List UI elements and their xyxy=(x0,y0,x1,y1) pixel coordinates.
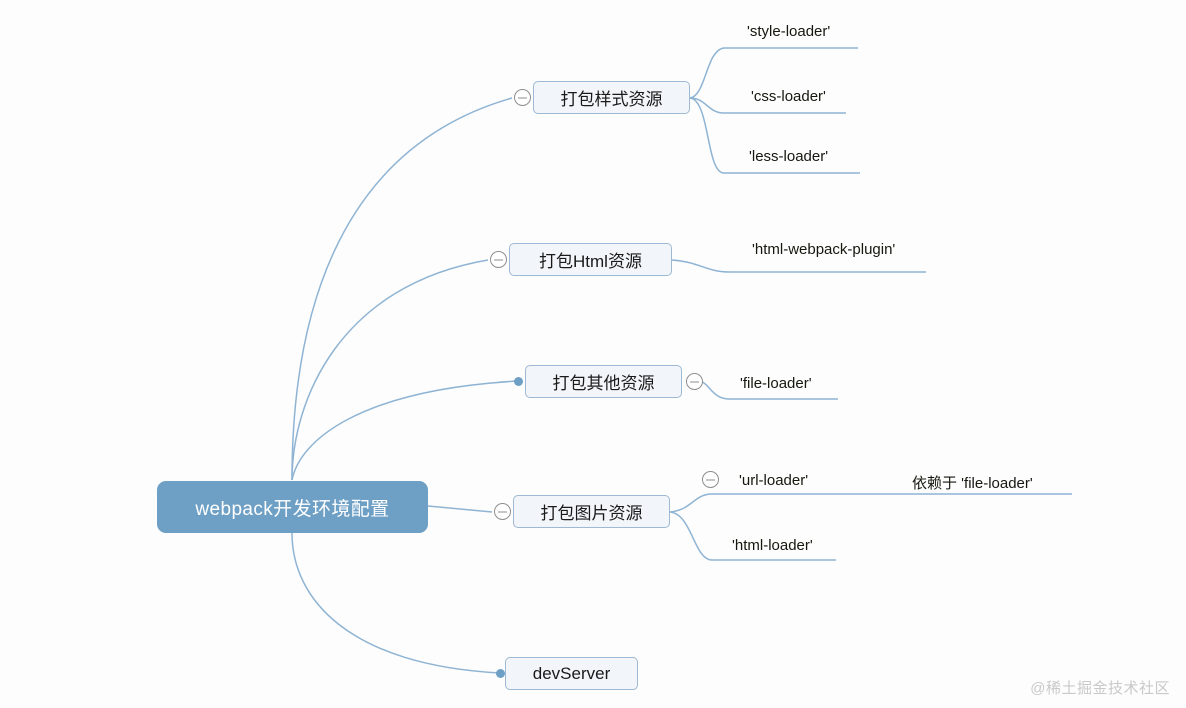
edge-style-to-css-loader xyxy=(689,97,846,114)
leaf-url-loader[interactable]: 'url-loader' xyxy=(739,472,808,489)
leaf-style-loader-label: 'style-loader' xyxy=(747,23,831,40)
branch-node-style-label: 打包样式资源 xyxy=(560,90,663,109)
leaf-less-loader[interactable]: 'less-loader' xyxy=(749,148,828,165)
watermark-text: @稀土掘金技术社区 xyxy=(1030,680,1170,697)
collapse-icon-url-loader[interactable] xyxy=(702,471,719,488)
edge-image-to-url-loader xyxy=(669,493,1072,513)
edge-root-to-devserver xyxy=(291,532,501,674)
leaf-html-loader[interactable]: 'html-loader' xyxy=(732,537,813,554)
branch-node-html-label: 打包Html资源 xyxy=(539,252,642,271)
leaf-css-loader-label: 'css-loader' xyxy=(751,88,826,105)
leaf-depends-on-file-loader[interactable]: 依赖于 'file-loader' xyxy=(912,472,1033,493)
leaf-depends-on-file-loader-label: 依赖于 'file-loader' xyxy=(912,475,1033,492)
leaf-html-webpack-plugin[interactable]: 'html-webpack-plugin' xyxy=(752,241,895,258)
leaf-less-loader-label: 'less-loader' xyxy=(749,148,829,165)
branch-node-other[interactable]: 打包其他资源 xyxy=(525,365,682,398)
leaf-html-webpack-plugin-label: 'html-webpack-plugin' xyxy=(752,241,896,258)
collapse-icon-image[interactable] xyxy=(494,503,511,520)
branch-node-image-label: 打包图片资源 xyxy=(540,504,643,523)
leaf-url-loader-label: 'url-loader' xyxy=(739,472,809,489)
leaf-css-loader[interactable]: 'css-loader' xyxy=(751,88,826,105)
edge-root-to-html xyxy=(291,259,489,481)
edge-image-to-html-loader xyxy=(669,511,836,561)
watermark: @稀土掘金技术社区 xyxy=(1030,677,1170,698)
branch-node-html[interactable]: 打包Html资源 xyxy=(509,243,672,276)
edge-html-to-plugin xyxy=(671,259,926,273)
branch-node-devserver-label: devServer xyxy=(532,663,611,683)
connector-dot-devserver xyxy=(496,669,505,678)
edge-root-to-other xyxy=(291,380,519,481)
edge-root-to-style xyxy=(291,97,513,481)
branch-node-style[interactable]: 打包样式资源 xyxy=(533,81,690,114)
branch-node-devserver[interactable]: devServer xyxy=(505,657,638,690)
root-node[interactable]: webpack开发环境配置 xyxy=(157,481,428,533)
leaf-html-loader-label: 'html-loader' xyxy=(732,537,813,554)
branch-node-image[interactable]: 打包图片资源 xyxy=(513,495,670,528)
collapse-icon-other[interactable] xyxy=(686,373,703,390)
edge-style-to-less-loader xyxy=(689,97,860,174)
edge-style-to-style-loader xyxy=(689,47,858,99)
root-node-label: webpack开发环境配置 xyxy=(195,498,390,520)
leaf-file-loader-label: 'file-loader' xyxy=(740,375,812,392)
collapse-icon-style[interactable] xyxy=(514,89,531,106)
leaf-file-loader[interactable]: 'file-loader' xyxy=(740,375,812,392)
edge-root-to-image xyxy=(427,505,493,513)
collapse-icon-html[interactable] xyxy=(490,251,507,268)
leaf-style-loader[interactable]: 'style-loader' xyxy=(747,23,830,40)
connector-dot-other xyxy=(514,377,523,386)
branch-node-other-label: 打包其他资源 xyxy=(552,374,655,393)
